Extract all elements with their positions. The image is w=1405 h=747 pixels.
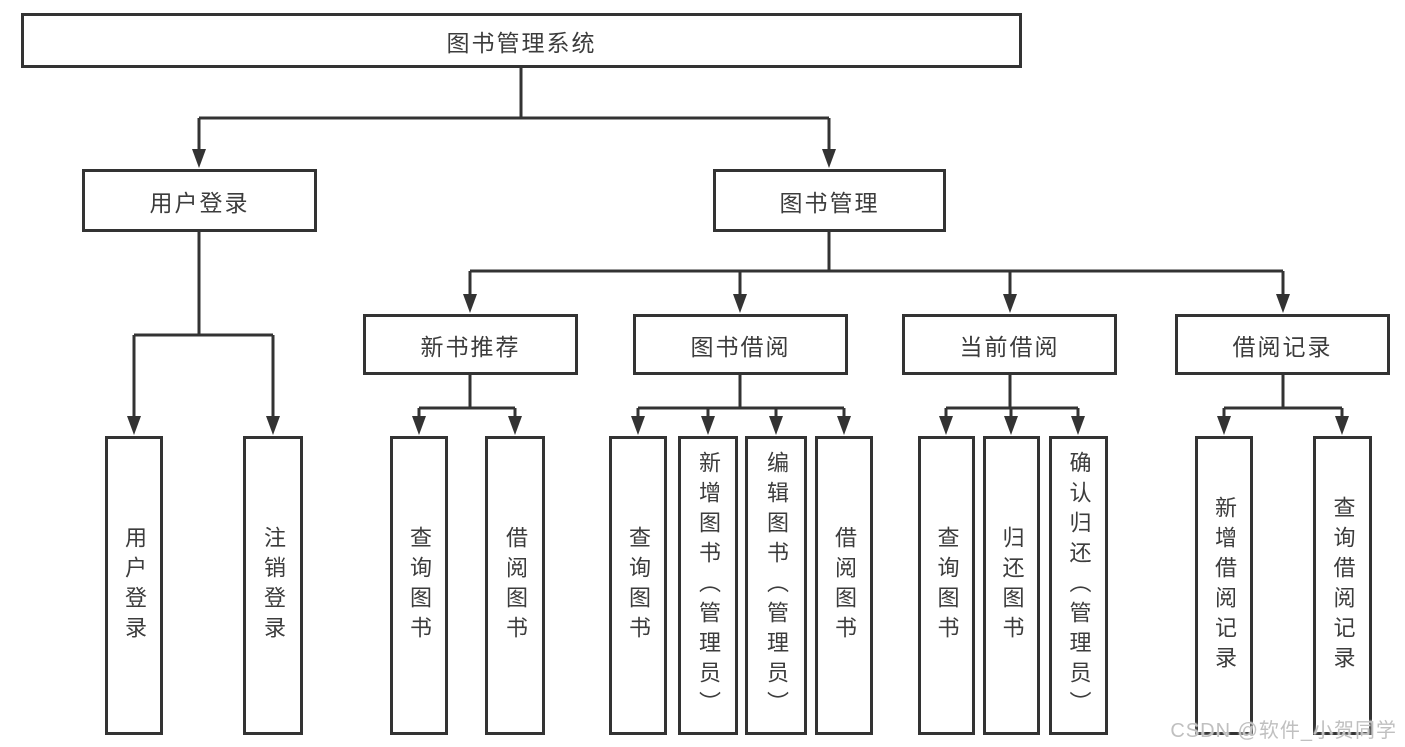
node-library-management-system: 图书管理系统 [21, 13, 1022, 68]
node-user-login: 用户登录 [82, 169, 317, 232]
leaf-user-login: 用户登录 [105, 436, 163, 735]
leaf-borrow-books: 借阅图书 [815, 436, 873, 735]
leaf-query-books: 查询图书 [609, 436, 667, 735]
node-book-borrowing: 图书借阅 [633, 314, 848, 375]
leaf-borrow-books: 借阅图书 [485, 436, 545, 735]
leaf-add-borrow-record: 新增借阅记录 [1195, 436, 1253, 735]
node-label: 借阅记录 [1232, 333, 1333, 360]
leaf-add-books-admin: 新增图书（管理员） [678, 436, 738, 735]
node-book-management: 图书管理 [713, 169, 946, 232]
node-label: 新书推荐 [420, 333, 521, 360]
leaf-query-borrow-record: 查询借阅记录 [1313, 436, 1372, 735]
node-new-book-recommendation: 新书推荐 [363, 314, 578, 375]
leaf-query-books: 查询图书 [918, 436, 975, 735]
leaf-edit-books-admin: 编辑图书（管理员） [745, 436, 807, 735]
node-label: 图书管理 [779, 189, 880, 216]
node-borrowing-records: 借阅记录 [1175, 314, 1390, 375]
leaf-return-books: 归还图书 [983, 436, 1040, 735]
node-label: 当前借阅 [959, 333, 1060, 360]
node-label: 图书管理系统 [446, 29, 597, 56]
csdn-watermark: CSDN @软件_小贺同学 [1170, 720, 1397, 742]
node-current-borrowing: 当前借阅 [902, 314, 1117, 375]
leaf-query-books: 查询图书 [390, 436, 448, 735]
leaf-confirm-return-admin: 确认归还（管理员） [1049, 436, 1108, 735]
leaf-logout: 注销登录 [243, 436, 303, 735]
node-label: 用户登录 [149, 189, 250, 216]
node-label: 图书借阅 [690, 333, 791, 360]
